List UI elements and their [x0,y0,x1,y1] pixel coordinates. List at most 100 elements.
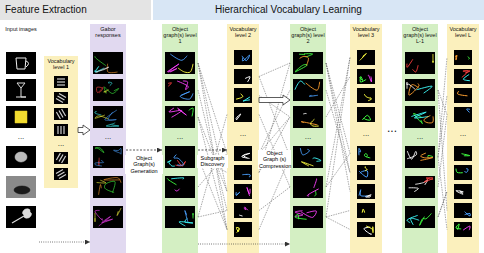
edge-label: Object Graph(s) Generation [125,155,163,174]
feature-stroke [295,81,305,90]
feature-stroke [359,148,361,155]
image-thumbnail [93,206,123,228]
feature-stroke [177,108,186,115]
image-thumbnail [234,165,252,180]
feature-stroke [189,108,193,116]
hollow-arrow [259,95,290,105]
image-thumbnail [293,146,323,168]
column-heading: Vocabulary level L [447,24,479,38]
feature-stroke [106,123,119,127]
image-thumbnail [454,69,472,84]
image-thumbnail [93,79,123,101]
match-line [198,154,227,188]
match-line [198,117,227,230]
image-thumbnail [165,79,195,101]
feature-stroke [245,77,250,82]
feature-stroke [364,154,370,158]
feature-stroke [417,86,433,93]
feature-stroke [95,148,104,153]
feature-stroke [236,227,239,232]
header-strip: Feature Extraction [0,0,151,20]
feature-stroke [95,66,104,72]
match-line [438,90,447,211]
feature-stroke [295,65,307,72]
feature-stroke [456,169,463,173]
feature-stroke [59,155,63,162]
hollow-arrow [78,125,90,135]
match-line [326,154,350,188]
match-line [259,117,290,154]
image-thumbnail [234,184,252,199]
feature-stroke [15,152,27,162]
feature-stroke [295,214,307,219]
header-strip: Hierarchical Vocabulary Learning [153,0,484,20]
match-line [438,96,447,158]
image-thumbnail [293,52,323,74]
feature-stroke [95,210,103,220]
feature-stroke [415,180,427,185]
feature-stroke [62,156,66,163]
feature-stroke [420,213,432,225]
feature-stroke [95,111,102,115]
feature-stroke [301,122,317,125]
feature-stroke [95,56,106,65]
feature-stroke [193,213,194,218]
match-line [259,96,290,118]
match-line [198,115,227,218]
image-thumbnail [165,146,195,168]
image-thumbnail [454,203,472,218]
match-line [259,187,290,211]
ellipsis-label: ... [105,133,112,141]
match-line [326,90,350,173]
feature-stroke [170,54,187,60]
edge-label: Object Graph (s) Compression [258,150,291,169]
match-line [259,77,290,158]
image-thumbnail [54,152,68,164]
feature-stroke [362,209,364,213]
feature-stroke [180,92,193,100]
section-band: Hierarchical Vocabulary LearningObject g… [153,0,484,253]
feature-stroke [62,109,66,116]
image-thumbnail [405,52,435,74]
feature-stroke [311,119,319,126]
feature-stroke [107,64,117,73]
feature-stroke [243,97,250,101]
feature-stroke [301,211,317,217]
feature-stroke [360,54,367,61]
feature-stroke [95,115,108,119]
image-thumbnail [405,146,435,168]
match-line [259,63,290,173]
feature-stroke [167,178,176,185]
feature-stroke [463,226,470,230]
match-line [198,117,227,192]
feature-stroke [59,111,63,118]
match-line [326,63,350,154]
feature-stroke [414,113,423,123]
image-thumbnail [234,222,252,237]
ellipsis-label: ... [363,130,370,138]
feature-stroke [457,91,467,96]
section-title: Hierarchical Vocabulary Learning [215,0,484,20]
feature-stroke [168,83,171,86]
feature-stroke [117,208,121,216]
image-thumbnail [234,146,252,161]
feature-stroke [14,186,30,194]
edge-label: Subgraph Discovery [197,155,228,168]
column-heading: Object graph(s) level 2 [290,24,326,44]
image-thumbnail [6,79,36,101]
ellipsis-label: ... [305,133,312,141]
image-thumbnail [405,106,435,128]
image-thumbnail [454,107,472,122]
image-thumbnail [293,206,323,228]
feature-stroke [242,55,250,61]
image-thumbnail [54,108,68,120]
image-thumbnail [54,76,68,88]
image-thumbnail [357,88,375,103]
column-heading: Vocabulary level 2 [227,24,259,38]
feature-stroke [57,78,65,79]
feature-stroke [60,126,61,134]
feature-stroke [407,59,413,67]
feature-stroke [365,195,371,197]
match-line [259,117,290,173]
feature-stroke [407,151,417,159]
